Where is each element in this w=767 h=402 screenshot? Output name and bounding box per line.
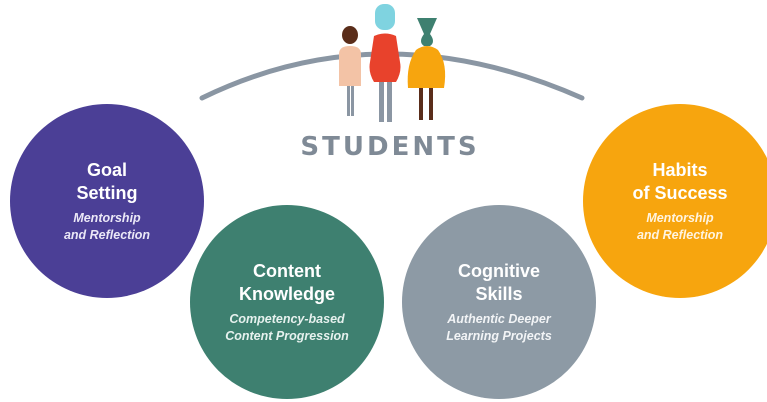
content-knowledge-circle: Content Knowledge Competency-based Conte… — [190, 205, 384, 399]
circle-title: Cognitive Skills — [424, 260, 574, 306]
students-figures-icon — [339, 4, 446, 122]
circle-title: Habits of Success — [605, 159, 755, 205]
circle-title: Goal Setting — [32, 159, 182, 205]
circle-subtitle-line: Learning Projects — [446, 328, 552, 343]
circle-subtitle-line: Content Progression — [225, 328, 349, 343]
circle-title-line: Habits — [652, 159, 708, 180]
circle-subtitle-line: Mentorship — [73, 210, 141, 225]
goal-setting-circle: Goal Setting Mentorship and Reflection — [10, 104, 204, 298]
circle-title-line: Goal — [86, 159, 127, 180]
circle-title-line: of Success — [632, 182, 728, 203]
circle-subtitle-line: and Reflection — [63, 227, 151, 242]
circle-subtitle: Mentorship and Reflection — [600, 210, 760, 244]
circle-subtitle: Competency-based Content Progression — [207, 311, 367, 345]
circle-subtitle-line: and Reflection — [636, 227, 724, 242]
circle-subtitle-line: Competency-based — [229, 311, 345, 326]
circle-subtitle-line: Authentic Deeper — [447, 311, 551, 326]
circle-subtitle: Mentorship and Reflection — [27, 210, 187, 244]
habits-of-success-circle: Habits of Success Mentorship and Reflect… — [583, 104, 767, 298]
circle-title-line: Setting — [76, 182, 138, 203]
circle-subtitle-line: Mentorship — [646, 210, 714, 225]
circle-title-line: Content — [253, 260, 321, 281]
cognitive-skills-circle: Cognitive Skills Authentic Deeper Learni… — [402, 205, 596, 399]
circle-subtitle: Authentic Deeper Learning Projects — [419, 311, 579, 345]
circle-title: Content Knowledge — [212, 260, 362, 306]
circle-title-line: Cognitive — [457, 260, 540, 281]
circle-title-line: Knowledge — [238, 283, 335, 304]
students-heading: STUDENTS — [300, 132, 480, 162]
circle-title-line: Skills — [475, 283, 523, 304]
